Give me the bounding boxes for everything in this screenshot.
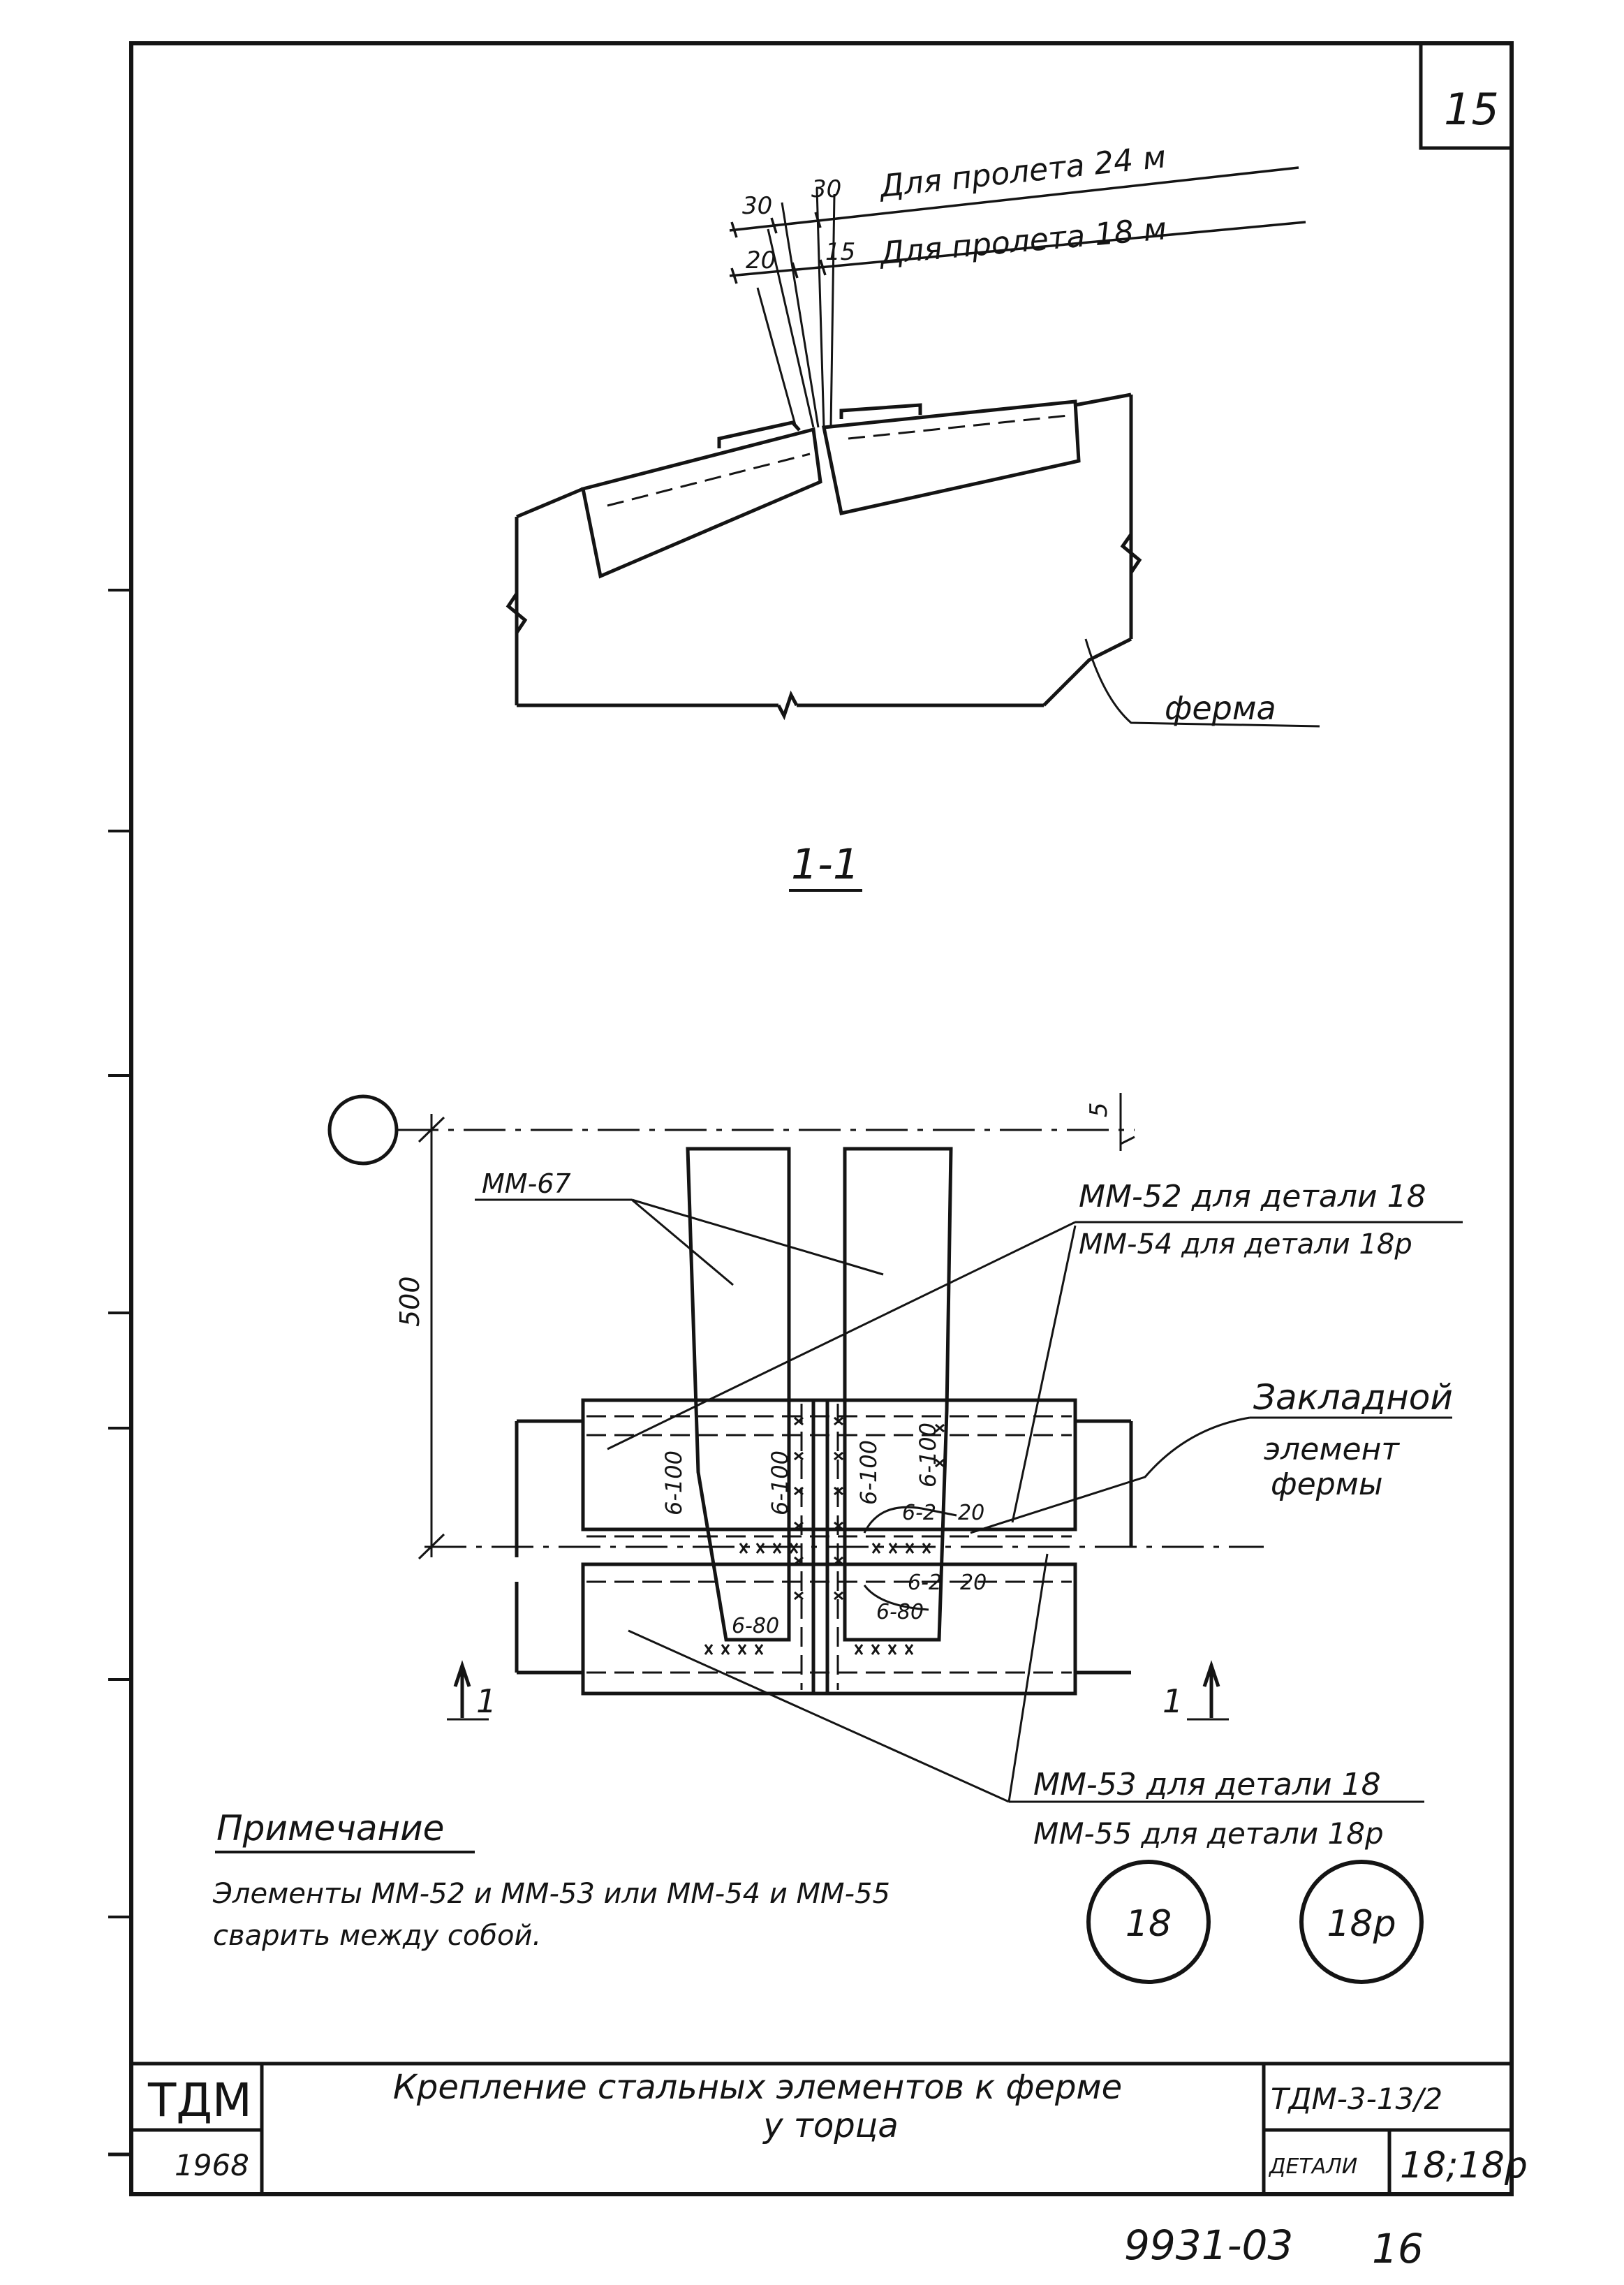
weld-label-6: 20: [958, 1501, 984, 1525]
label-embedded-1: Закладной: [1253, 1377, 1453, 1418]
title-block: [108, 2062, 1512, 2194]
year-label: 1968: [175, 2148, 249, 2182]
plan-view: [327, 1093, 1463, 1803]
weld-label-4: 6-100: [915, 1423, 941, 1487]
details-label: ДЕТАЛИ: [1268, 2154, 1357, 2179]
section-cut-marks: [447, 1660, 1229, 1721]
detail-circle-18r: 18р: [1299, 1860, 1424, 1984]
weld-label-2: 6-100: [767, 1450, 793, 1515]
dim-20: 20: [746, 247, 776, 274]
weld-labels: 6-100 6-100 6-100 6-100 6-2 20 6-2 20 6-…: [660, 1423, 987, 1638]
weld-label-7: 6-2: [908, 1571, 942, 1595]
label-mm67: ММ-67: [482, 1168, 571, 1199]
section-mark-left: 1: [476, 1682, 496, 1720]
org-label: ТДМ: [147, 2073, 252, 2127]
doc-code: ТДМ-3-13/2: [1271, 2082, 1442, 2116]
label-mm55: ММ-55 для детали 18р: [1033, 1816, 1384, 1851]
label-span-18: Для пролета 18 м: [878, 211, 1168, 272]
label-mm54: ММ-54 для детали 18р: [1079, 1228, 1412, 1261]
page-number: 15: [1444, 84, 1499, 135]
label-embedded-3: фермы: [1271, 1467, 1383, 1502]
weld-marks: [704, 1416, 957, 1655]
leader-lines: [475, 1198, 1463, 1803]
label-truss: ферма: [1165, 689, 1276, 727]
footer-page: 16: [1372, 2225, 1424, 2272]
note-line-1: Элементы ММ-52 и ММ-53 или ММ-54 и ММ-55: [212, 1878, 890, 1910]
note-title: Примечание: [216, 1808, 444, 1849]
section-mark-right: 1: [1162, 1682, 1183, 1720]
note-line-2: сварить между собой.: [213, 1920, 541, 1952]
dim-5: 5: [1085, 1102, 1113, 1117]
detail-circle-18r-label: 18р: [1327, 1903, 1396, 1945]
top-view-dimensions: 30 30 20 15: [742, 175, 855, 274]
title-line-2: у торца: [762, 2106, 899, 2145]
weld-label-5: 6-2: [902, 1501, 936, 1525]
label-mm53: ММ-53 для детали 18: [1033, 1767, 1381, 1802]
label-embedded-2: элемент: [1264, 1432, 1400, 1467]
dim-30-left: 30: [742, 192, 772, 220]
title-line-1: Крепление стальных элементов к ферме: [393, 2068, 1122, 2107]
footer-number: 9931-03: [1124, 2221, 1293, 2269]
dim-30-right: 30: [811, 175, 841, 203]
details-value: 18;18р: [1400, 2145, 1528, 2187]
weld-label-9: 6-80: [732, 1614, 779, 1638]
dim-15: 15: [825, 238, 855, 266]
dim-500: 500: [394, 1276, 425, 1327]
section-label: 1-1: [791, 840, 859, 889]
weld-label-8: 20: [960, 1571, 987, 1595]
label-mm52: ММ-52 для детали 18: [1079, 1179, 1426, 1214]
sheet-frame: [108, 41, 1514, 2196]
weld-label-1: 6-100: [660, 1450, 687, 1515]
label-span-24: Для пролета 24 м: [877, 139, 1168, 205]
detail-circle-18: 18: [1086, 1860, 1211, 1984]
weld-label-3: 6-100: [855, 1440, 882, 1505]
detail-circle-18-label: 18: [1125, 1903, 1172, 1945]
weld-label-10: 6-80: [876, 1600, 924, 1624]
top-section-view: [505, 166, 1320, 728]
axis-marker-circle: [327, 1094, 399, 1166]
